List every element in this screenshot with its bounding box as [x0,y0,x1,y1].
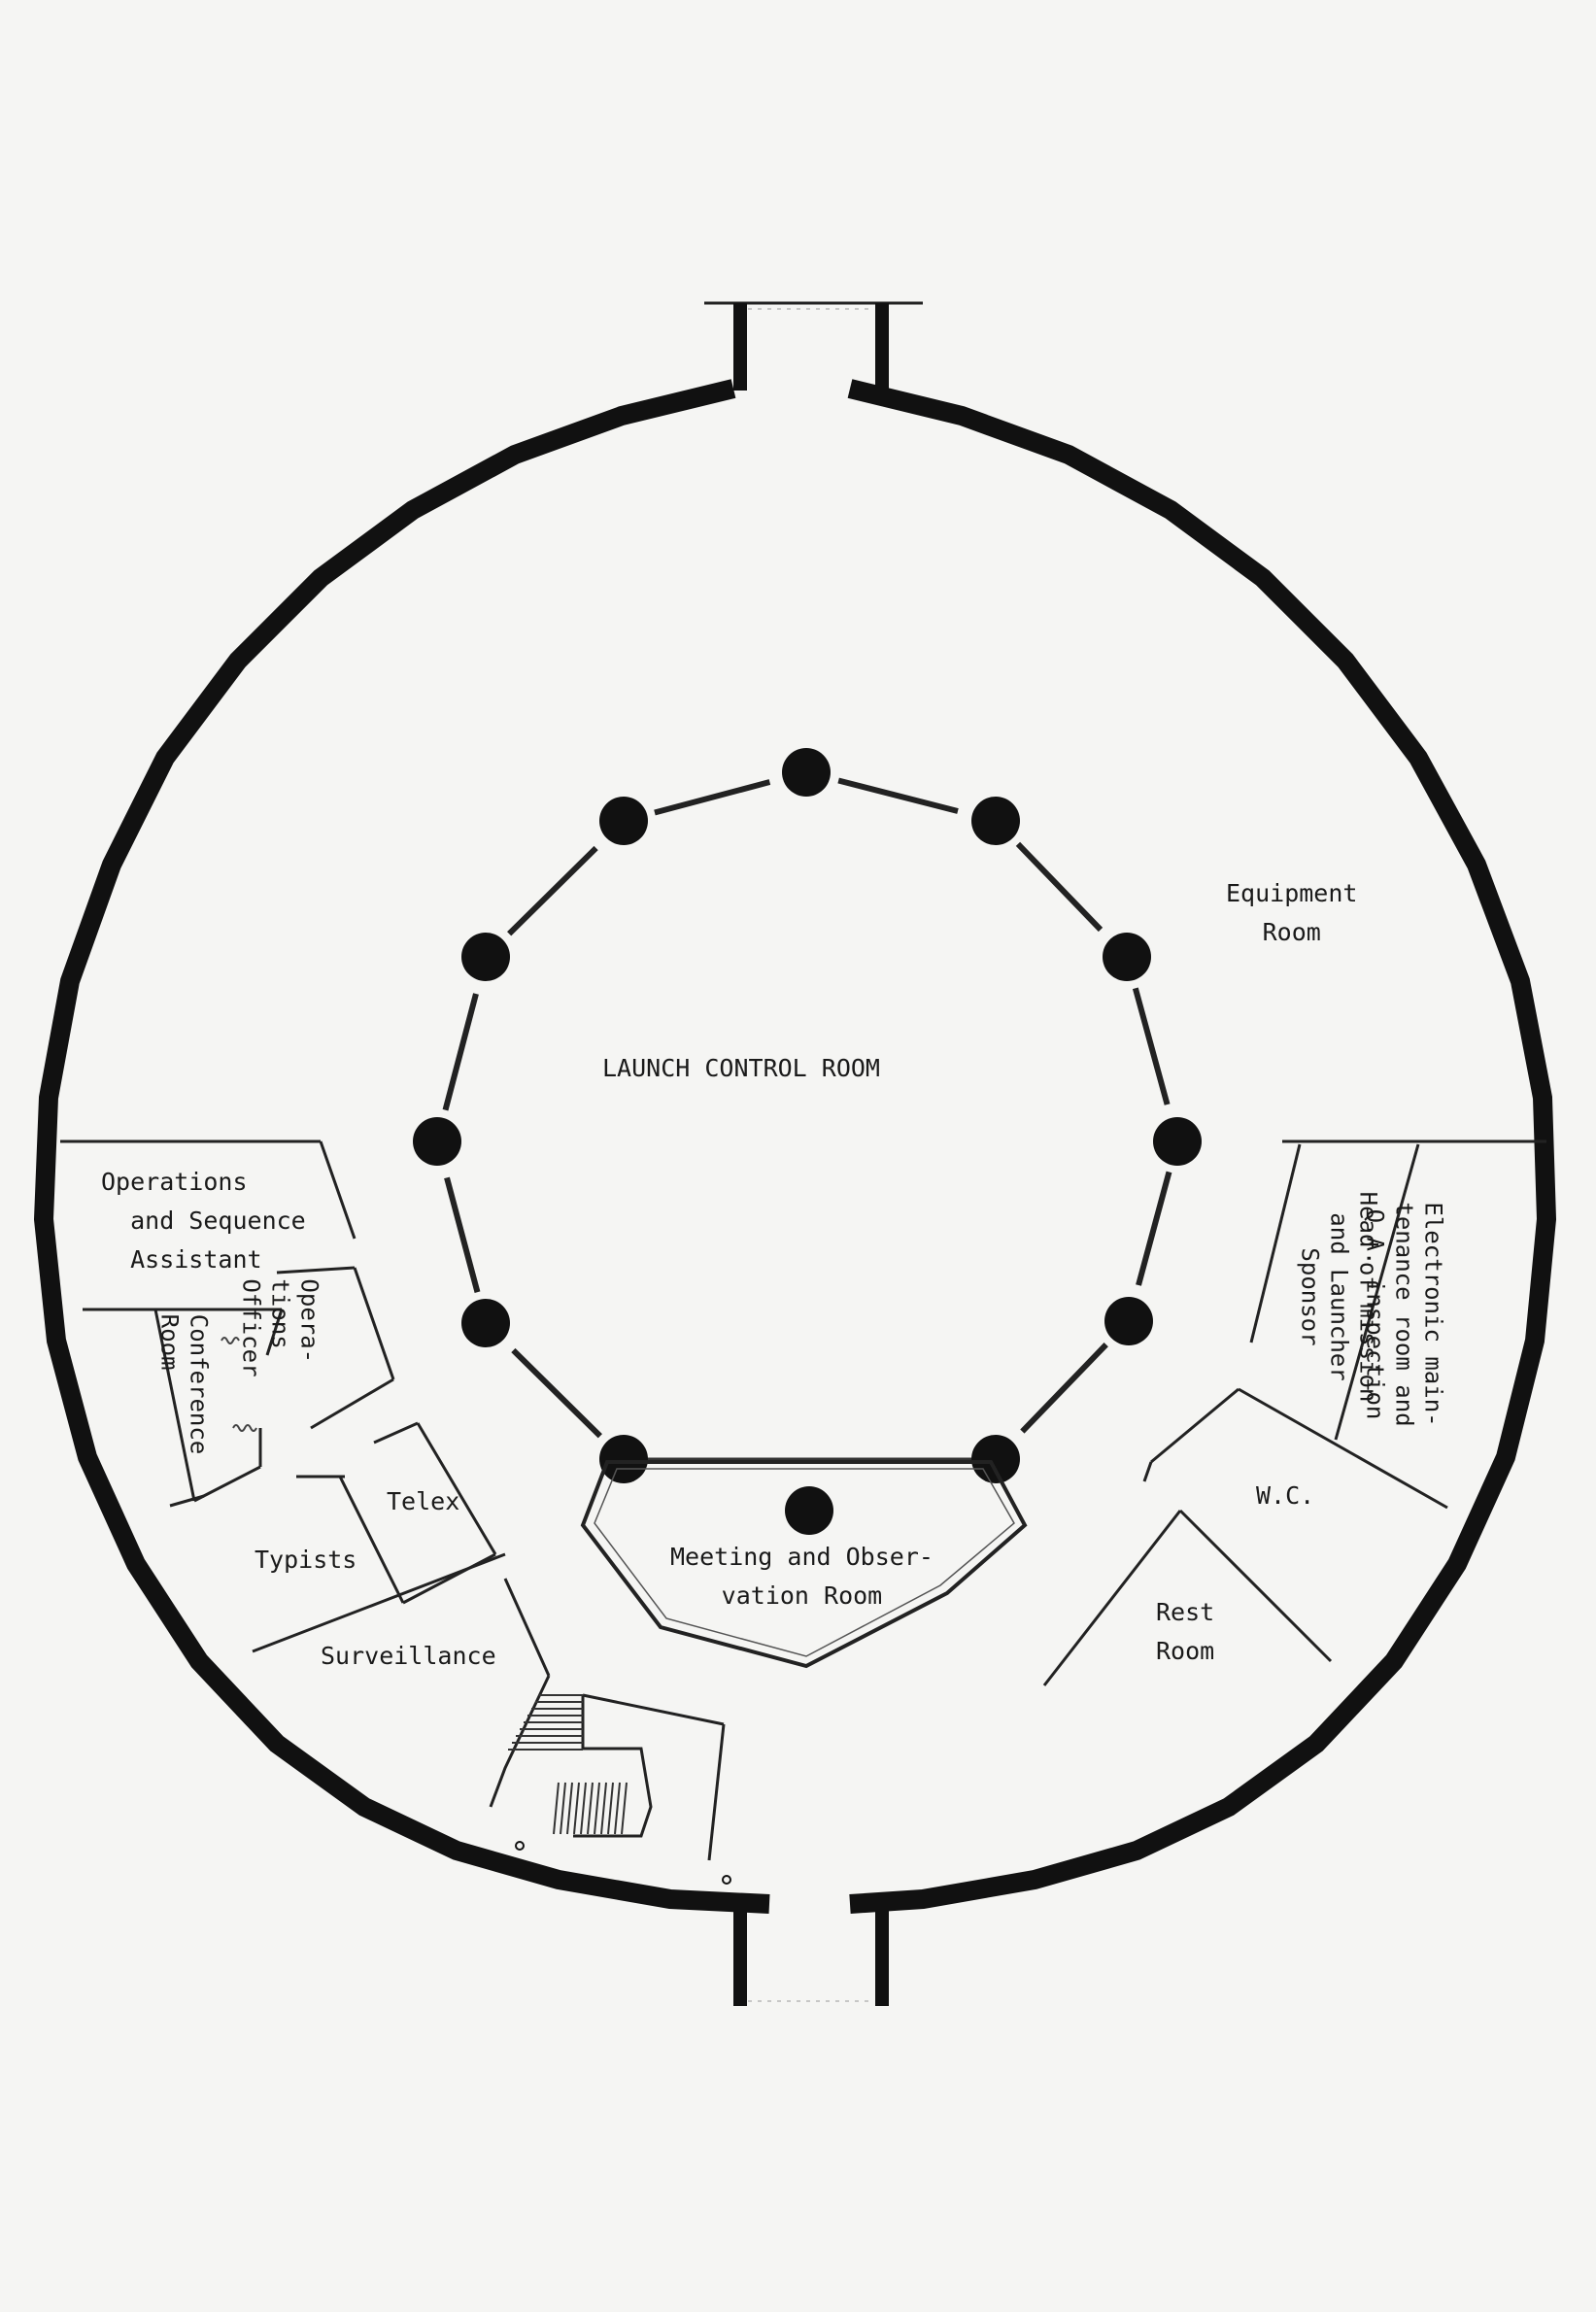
column [413,1117,461,1166]
launch-control-ring [413,748,1202,1535]
rest-room-label: Rest Room [1156,1598,1215,1665]
column [971,797,1020,845]
stair-tread [580,1782,587,1835]
right-rooms-walls [1042,1139,1546,1686]
head-of-mission-label: Head of mission and Launcher Sponsor [1296,1191,1382,1403]
stair-tread [553,1782,560,1835]
column [461,1299,510,1347]
ring-wall-segment [837,777,959,814]
ring-wall-segment [442,993,479,1111]
stair-tread [614,1782,621,1835]
ring-wall-segment [1020,1343,1108,1434]
stair-tread [573,1782,580,1835]
ring-wall-segment [511,1347,602,1439]
meeting-observation-room-label: Meeting and Obser- vation Room [670,1543,934,1610]
bottom-corridor [733,1894,889,2006]
outer-wall-left [33,379,770,1914]
surveillance-label: Surveillance [321,1642,496,1670]
stair-tread [621,1782,628,1835]
wall-markers [515,1841,731,1885]
operations-officer-label: Opera- tions Officer [237,1278,323,1377]
stair-treads [508,1694,628,1835]
staircase [489,1675,726,1861]
stair-tread [566,1782,573,1835]
top-corridor [704,301,923,391]
ring-wall-segment [444,1176,481,1293]
typists-label: Typists [255,1546,357,1574]
column [782,748,831,797]
equipment-room-label: Equipment Room [1226,879,1358,946]
stair-tread [607,1782,614,1835]
telex-label: Telex [387,1487,460,1515]
ring-wall-segment [507,845,598,936]
outer-wall-right [847,379,1557,1914]
ring-wall-segment [1136,1171,1172,1286]
stair-tread [560,1782,566,1835]
column [1103,933,1151,981]
ring-wall-segment [654,779,771,816]
column [599,797,648,845]
meeting-observation-room-outline [580,1460,1028,1669]
ring-wall-segment [1132,987,1171,1105]
column [971,1435,1020,1483]
column [1153,1117,1202,1166]
center-column [785,1486,833,1535]
column [599,1435,648,1483]
stair-tread [594,1782,600,1835]
stair-tread [587,1782,594,1835]
left-rooms-walls [60,1139,551,1677]
curtain-marks [221,1337,257,1432]
launch-control-room-label: LAUNCH CONTROL ROOM [602,1054,880,1082]
column [461,933,510,981]
stair-tread [600,1782,607,1835]
column [1104,1297,1153,1345]
conference-room-label: Conference Room [155,1313,213,1455]
wc-label: W.C. [1256,1481,1315,1510]
ring-wall-segment [1015,841,1104,933]
operations-sequence-assistant-label: Operations and Sequence Assistant [101,1168,306,1274]
